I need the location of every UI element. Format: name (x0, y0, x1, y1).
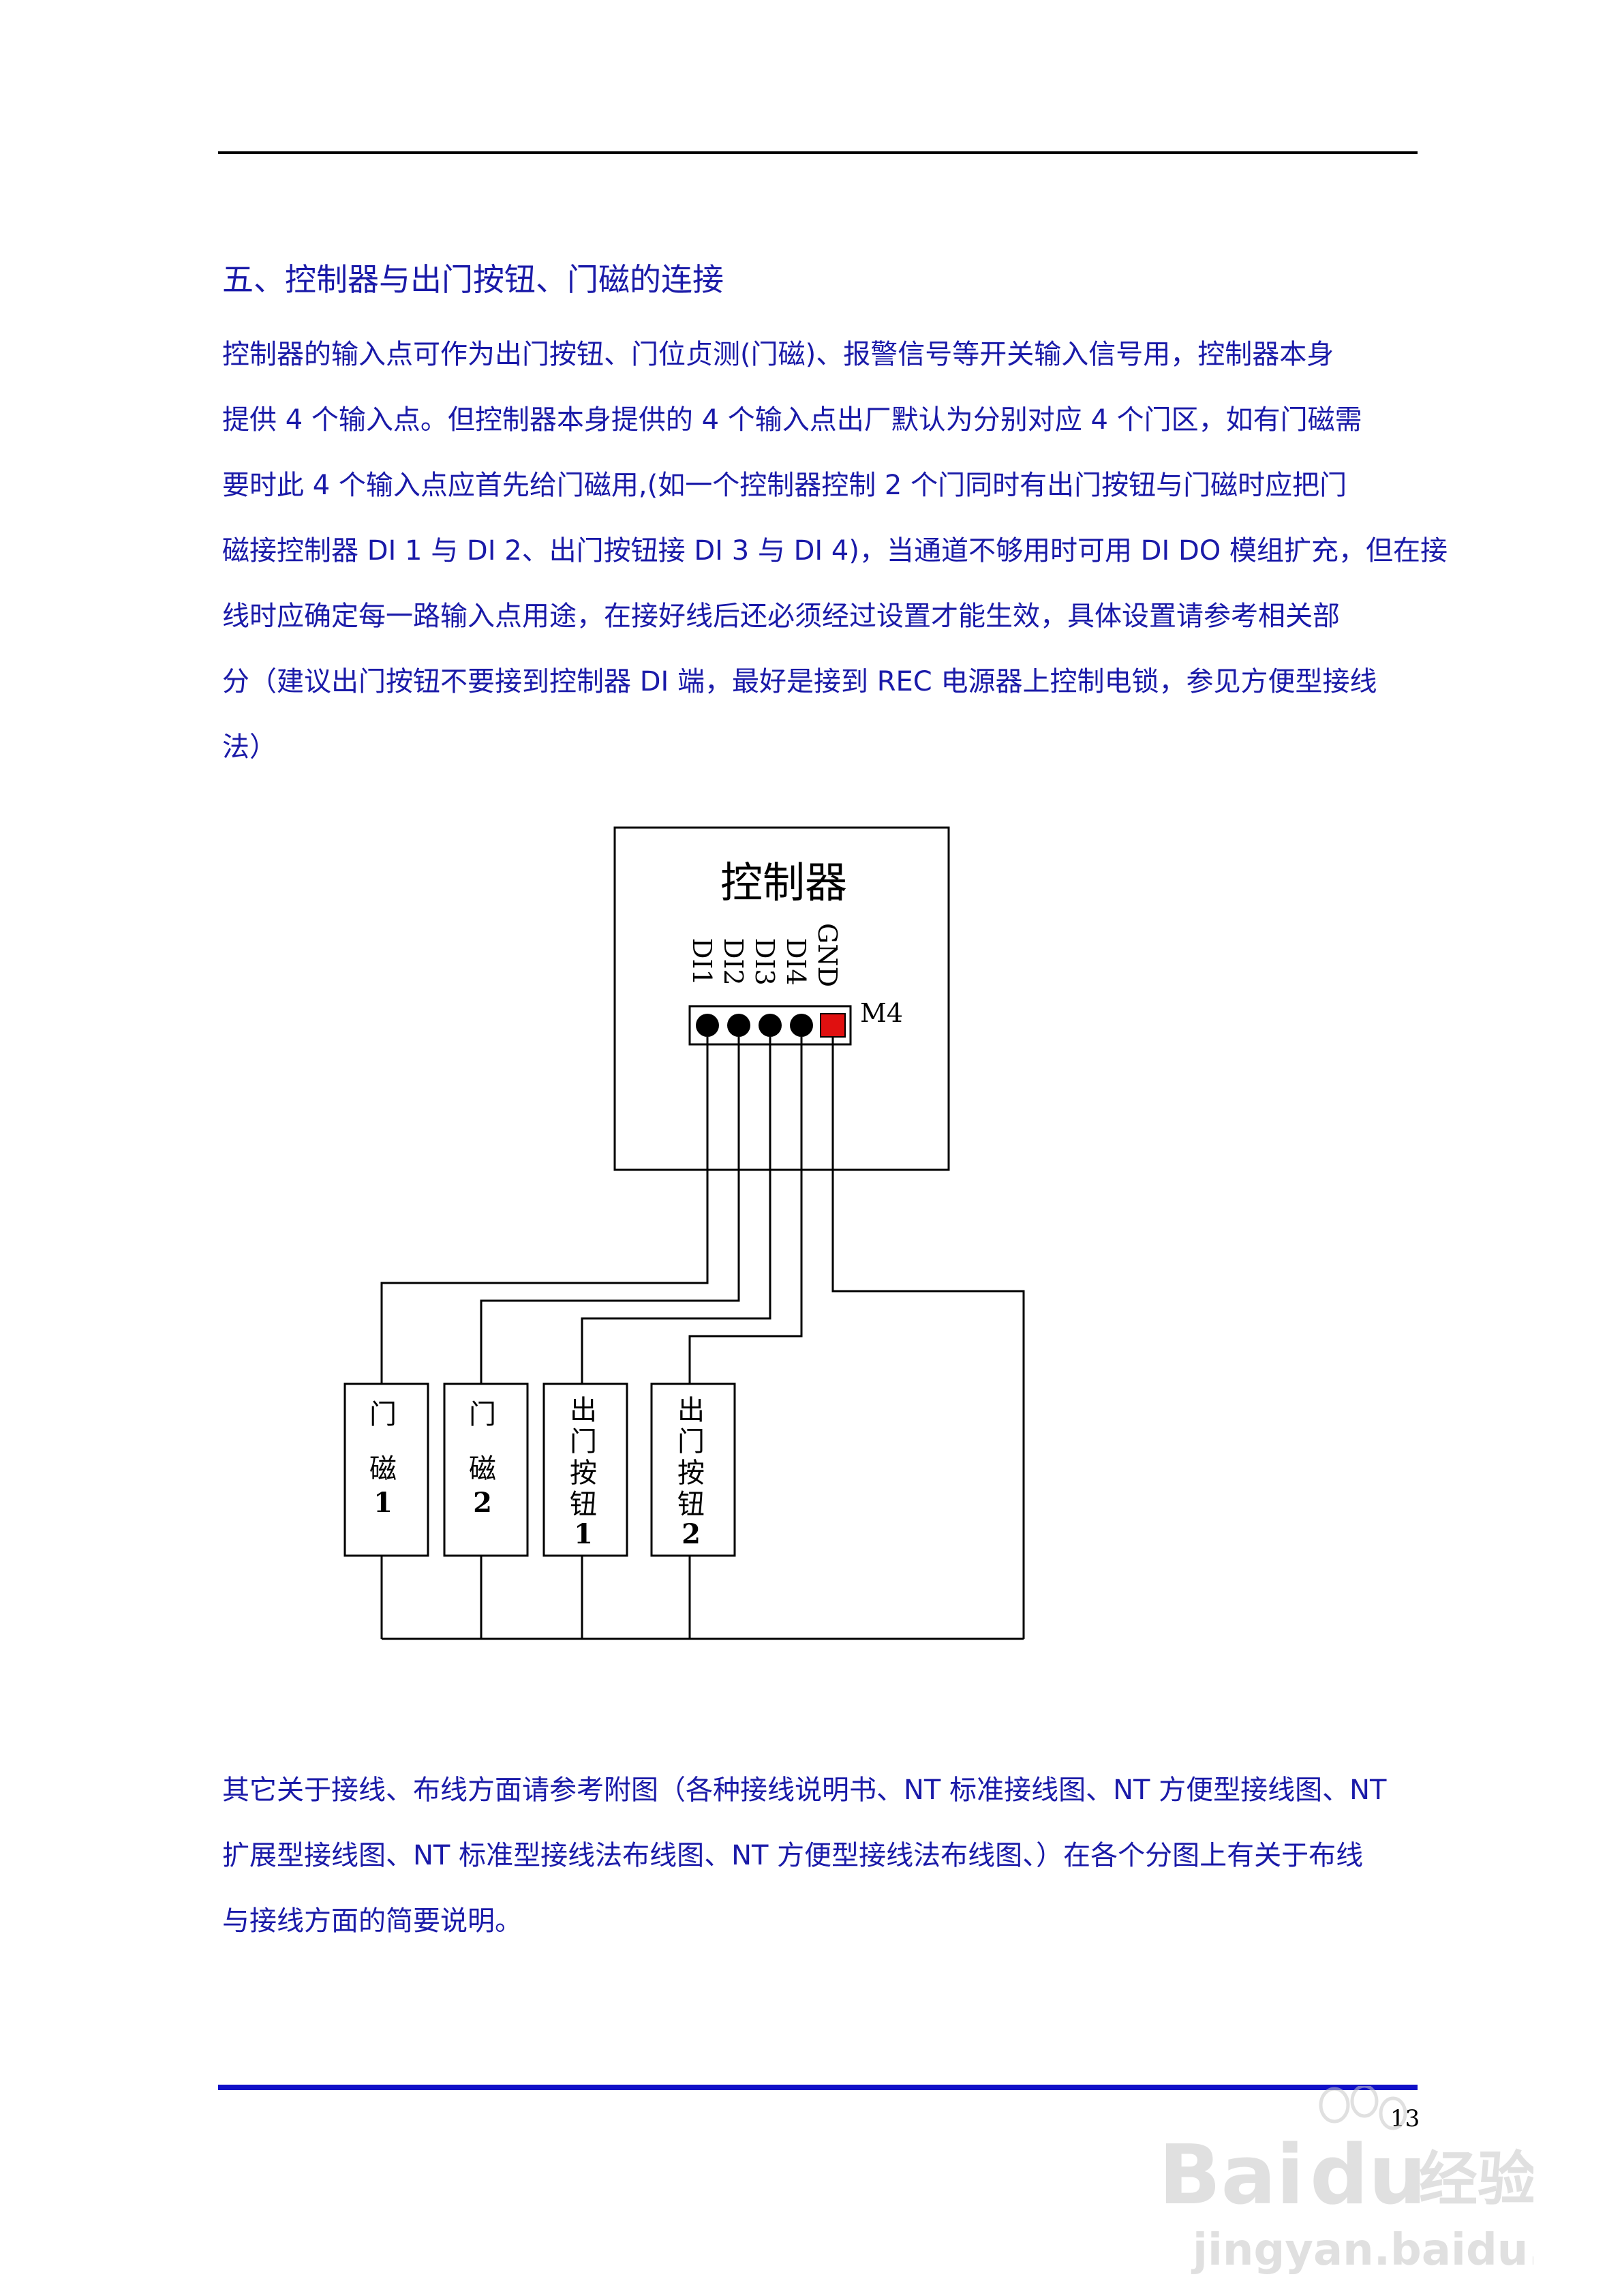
paragraph-line: 与接线方面的简要说明。 (222, 1905, 522, 1937)
terminal-label-di1: DI1 (687, 938, 717, 986)
paragraph-line: 提供 4 个输入点。但控制器本身提供的 4 个输入点出厂默认为分别对应 4 个门… (222, 404, 1362, 436)
device-label-char: 1 (574, 1518, 593, 1550)
wire-gnd (831, 1037, 1025, 1639)
section-heading: 五、控制器与出门按钮、门磁的连接 (222, 261, 724, 298)
controller-title: 控制器 (720, 858, 847, 907)
device-label-char: 磁 (469, 1453, 496, 1485)
device-label-char: 门 (469, 1399, 496, 1430)
watermark-brand-cn: 经验 (1419, 2145, 1533, 2214)
intro-paragraph: 控制器的输入点可作为出门按钮、门位贞测(门磁)、报警信号等开关输入信号用，控制器… (222, 322, 1448, 780)
device-label-char: 按 (677, 1457, 705, 1489)
paragraph-line: 磁接控制器 DI 1 与 DI 2、出门按钮接 DI 3 与 DI 4)，当通道… (222, 535, 1448, 567)
wire-di4 (688, 1037, 803, 1384)
device-label-char: 门 (369, 1399, 397, 1430)
terminal-di2 (727, 1014, 750, 1037)
terminal-gnd (820, 1013, 846, 1038)
device-label-char: 按 (570, 1457, 597, 1489)
device-label-char: 门 (570, 1426, 597, 1457)
device-label-char: 磁 (369, 1453, 397, 1485)
terminal-label-gnd: GND (812, 923, 842, 987)
baidu-watermark: Bai du 经验 jingyan.baidu.com (1159, 2086, 1533, 2276)
exit-button-2-box (650, 1383, 736, 1557)
exit-button-1-box (542, 1383, 628, 1557)
door-sensor-2-box (443, 1383, 529, 1557)
wire-di1 (380, 1037, 709, 1384)
controller-box (613, 826, 950, 1171)
terminal-di1 (696, 1014, 719, 1037)
wire-di3 (581, 1037, 771, 1384)
device-label-char: 钮 (570, 1489, 597, 1520)
device-label-char: 门 (677, 1426, 705, 1457)
device-label-char: 1 (373, 1487, 393, 1519)
terminal-di3 (759, 1014, 782, 1037)
watermark-brand-du: du (1310, 2128, 1426, 2223)
paragraph-line: 要时此 4 个输入点应首先给门磁用,(如一个控制器控制 2 个门同时有出门按钮与… (222, 470, 1347, 501)
terminal-label-di4: DI4 (781, 938, 811, 986)
terminal-label-di2: DI2 (718, 938, 748, 986)
paragraph-line: 线时应确定每一路输入点用途，在接好线后还必须经过设置才能生效，具体设置请参考相关… (222, 601, 1340, 632)
device-label-char: 2 (682, 1518, 701, 1550)
terminal-di4 (790, 1014, 813, 1037)
terminal-block-label: M4 (860, 998, 903, 1028)
paragraph-line: 其它关于接线、布线方面请参考附图（各种接线说明书、NT 标准接线图、NT 方便型… (222, 1774, 1387, 1806)
watermark-url: jingyan.baidu.com (1191, 2225, 1533, 2276)
paragraph-line: 控制器的输入点可作为出门按钮、门位贞测(门磁)、报警信号等开关输入信号用，控制器… (222, 339, 1334, 370)
wire-di2 (480, 1037, 740, 1384)
paragraph-line: 法） (222, 731, 277, 763)
paragraph-line: 扩展型接线图、NT 标准型接线法布线图、NT 方便型接线法布线图、）在各个分图上… (222, 1840, 1364, 1871)
device-label-char: 2 (473, 1487, 492, 1519)
door-sensor-1-box (343, 1383, 429, 1557)
paw-icon (1319, 2086, 1407, 2130)
footer-rule (218, 2085, 1418, 2090)
closing-paragraph: 其它关于接线、布线方面请参考附图（各种接线说明书、NT 标准接线图、NT 方便型… (222, 1757, 1408, 1954)
device-label-char: 钮 (677, 1489, 705, 1520)
paragraph-line: 分（建议出门按钮不要接到控制器 DI 端，最好是接到 REC 电源器上控制电锁，… (222, 666, 1377, 697)
device-label-char: 出 (677, 1395, 705, 1426)
watermark-brand: Bai (1159, 2128, 1304, 2223)
terminal-label-di3: DI3 (750, 938, 780, 986)
device-label-char: 出 (570, 1395, 597, 1426)
header-rule (218, 151, 1418, 154)
